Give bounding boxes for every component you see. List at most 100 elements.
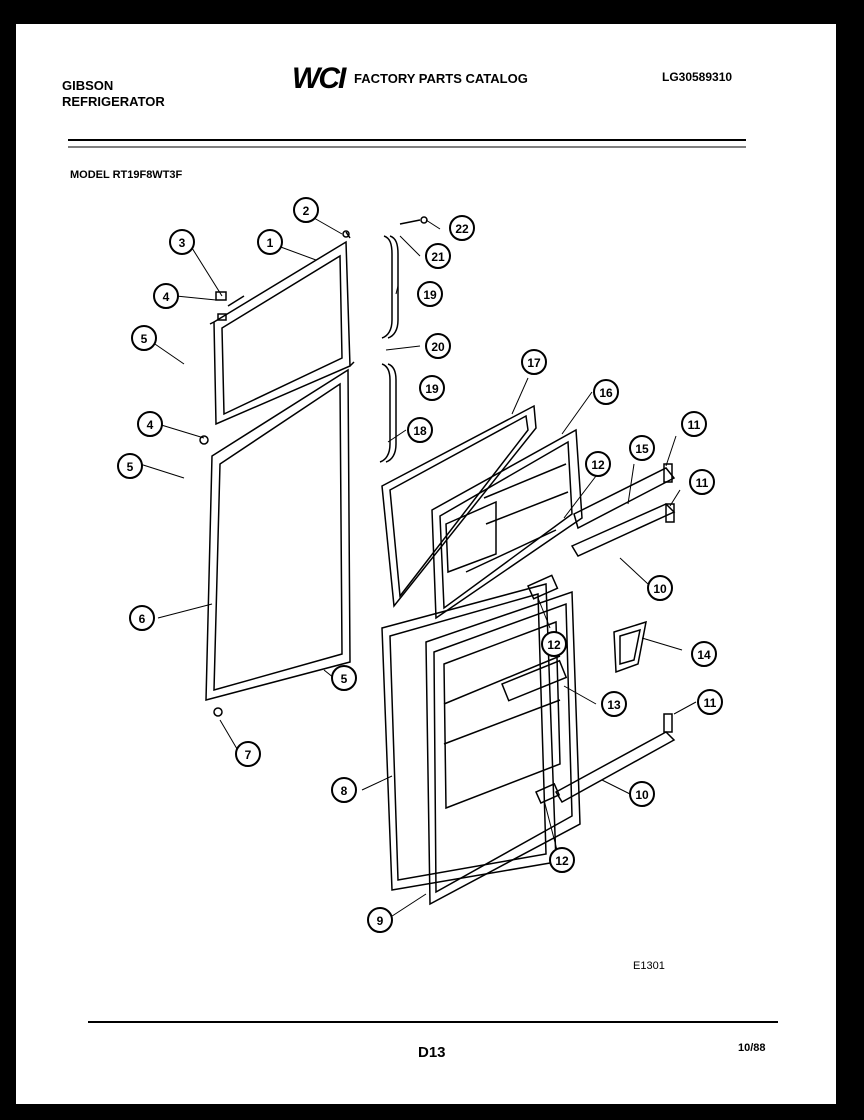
callout-circle	[331, 665, 357, 691]
product-type: REFRIGERATOR	[62, 94, 165, 109]
callout-5: 5	[131, 325, 157, 351]
hinge-hardware	[199, 230, 351, 717]
callout-circle	[689, 469, 715, 495]
callout-19: 19	[417, 281, 443, 307]
callout-9: 9	[367, 907, 393, 933]
callout-circle	[521, 349, 547, 375]
callout-number: 10	[653, 582, 667, 596]
callout-number: 14	[697, 648, 711, 662]
callout-number: 5	[141, 332, 148, 346]
callout-number: 16	[599, 386, 613, 400]
fresh-food-door-liner	[425, 590, 581, 906]
callout-circle	[697, 689, 723, 715]
header-rule	[68, 139, 746, 148]
callout-number: 6	[139, 612, 146, 626]
callout-2: 2	[293, 197, 319, 223]
rack-end-caps	[663, 463, 675, 733]
callout-circle	[691, 641, 717, 667]
callout-11: 11	[681, 411, 707, 437]
wci-logo: WCI	[292, 62, 346, 95]
callout-19: 19	[419, 375, 445, 401]
callout-number: 13	[607, 698, 621, 712]
leader-lines	[139, 217, 697, 921]
callout-6: 6	[129, 605, 155, 631]
callout-circle	[601, 691, 627, 717]
callout-circle	[449, 215, 475, 241]
callout-number: 12	[555, 854, 569, 868]
callout-22: 22	[449, 215, 475, 241]
callout-number: 11	[688, 418, 701, 432]
callout-circle	[629, 781, 655, 807]
callout-15: 15	[629, 435, 655, 461]
fresh-food-door-gasket	[381, 583, 557, 891]
callout-18: 18	[407, 417, 433, 443]
callout-circle	[549, 847, 575, 873]
callout-circle	[129, 605, 155, 631]
callout-16: 16	[593, 379, 619, 405]
callout-circle	[407, 417, 433, 443]
callout-10: 10	[647, 575, 673, 601]
callout-number: 18	[413, 424, 427, 438]
callout-4: 4	[153, 283, 179, 309]
callout-circle	[629, 435, 655, 461]
callout-number: 7	[245, 748, 252, 762]
brand-name: GIBSON	[62, 78, 114, 93]
exploded-parts-diagram: 1234545657222119201918171612151111101214…	[68, 139, 778, 1023]
fresh-food-door-racks	[535, 731, 676, 804]
callout-number: 22	[455, 222, 469, 236]
callout-circle	[169, 229, 195, 255]
callout-number: 12	[591, 458, 605, 472]
callout-number: 4	[163, 290, 170, 304]
fresh-food-door-panel	[205, 368, 351, 701]
callout-circle	[293, 197, 319, 223]
model-label: MODEL RT19F8WT3F	[70, 169, 183, 181]
callout-circle	[331, 777, 357, 803]
callout-number: 12	[547, 638, 561, 652]
callout-11: 11	[697, 689, 723, 715]
callout-number: 9	[377, 914, 384, 928]
callout-12: 12	[541, 631, 567, 657]
callout-circle	[235, 741, 261, 767]
catalog-title: FACTORY PARTS CATALOG	[354, 71, 528, 86]
callout-4: 4	[137, 411, 163, 437]
callout-number: 11	[696, 476, 709, 490]
callout-circle	[425, 243, 451, 269]
callout-circle	[425, 333, 451, 359]
freezer-door-gasket	[381, 404, 537, 608]
date-code: 10/88	[738, 1042, 766, 1054]
freezer-door-liner	[431, 428, 583, 620]
callout-number: 10	[635, 788, 649, 802]
callout-number: 4	[147, 418, 154, 432]
callout-circle	[541, 631, 567, 657]
callout-circle	[257, 229, 283, 255]
catalog-sheet: GIBSON REFRIGERATOR WCI FACTORY PARTS CA…	[16, 24, 836, 1104]
callout-circle	[137, 411, 163, 437]
callout-21: 21	[425, 243, 451, 269]
callout-circle	[593, 379, 619, 405]
callout-number: 5	[127, 460, 134, 474]
callout-circle	[419, 375, 445, 401]
callout-number: 17	[527, 356, 541, 370]
callout-number: 19	[423, 288, 437, 302]
callout-number: 15	[635, 442, 649, 456]
callout-number: 2	[303, 204, 310, 218]
diagram-code: E1301	[633, 960, 665, 972]
callout-13: 13	[601, 691, 627, 717]
callout-8: 8	[331, 777, 357, 803]
callout-3: 3	[169, 229, 195, 255]
callout-number: 21	[431, 250, 445, 264]
callout-number: 20	[431, 340, 445, 354]
part-callouts: 1234545657222119201918171612151111101214…	[117, 197, 723, 933]
callout-14: 14	[691, 641, 717, 667]
callout-12: 12	[549, 847, 575, 873]
callout-circle	[153, 283, 179, 309]
callout-17: 17	[521, 349, 547, 375]
brand-block: GIBSON REFRIGERATOR	[62, 78, 165, 110]
callout-circle	[681, 411, 707, 437]
callout-7: 7	[235, 741, 261, 767]
callout-1: 1	[257, 229, 283, 255]
callout-12: 12	[585, 451, 611, 477]
freezer-door-panel	[209, 240, 355, 426]
callout-10: 10	[629, 781, 655, 807]
door-handle-strips	[379, 216, 428, 463]
